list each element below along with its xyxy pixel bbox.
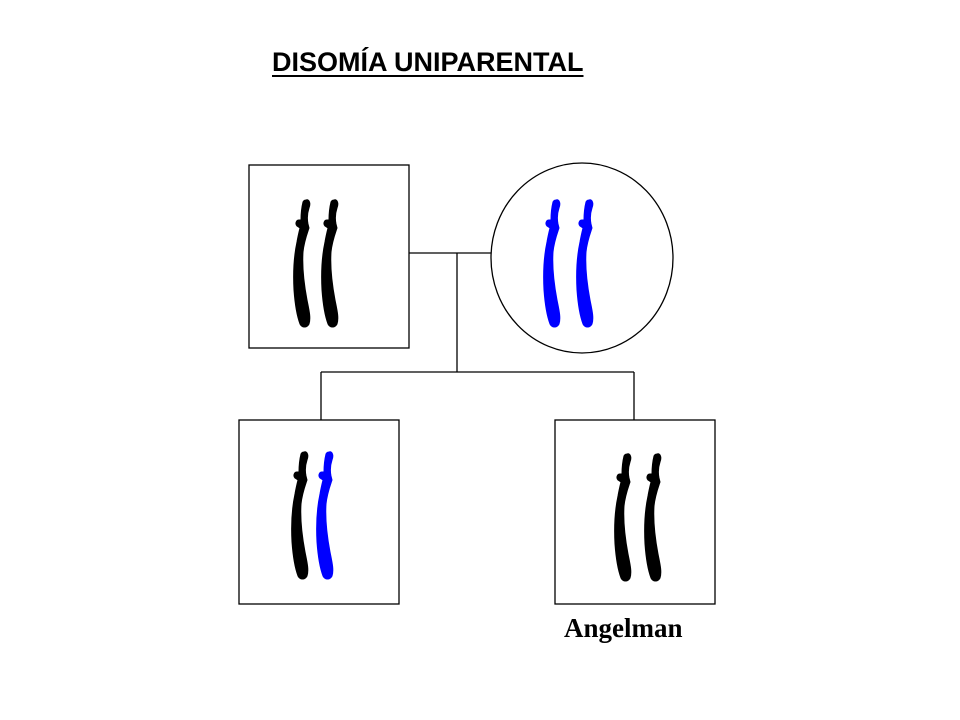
angelman-label: Angelman [564, 613, 683, 643]
chromosome-mother-1 [543, 199, 561, 328]
chromosome-body [644, 453, 662, 582]
chromosome-body [291, 451, 309, 580]
chromosome-body [293, 199, 311, 328]
chromosome-child-normal-maternal [316, 451, 334, 580]
child-angelman-square [554, 419, 716, 605]
mother-chromosomes [543, 199, 594, 328]
chromosome-body [614, 453, 632, 582]
chromosome-angelman-2 [644, 453, 662, 582]
chromosome-father-1 [293, 199, 311, 328]
chromosome-mother-2 [576, 199, 594, 328]
chromosome-body [316, 451, 334, 580]
chromosome-angelman-1 [614, 453, 632, 582]
chromosome-father-2 [321, 199, 339, 328]
chromosome-body [321, 199, 339, 328]
child-angelman-chromosomes [614, 453, 662, 582]
father-chromosomes [293, 199, 339, 328]
pedigree-connectors [320, 252, 635, 420]
diagram-title: DISOMÍA UNIPARENTAL [272, 47, 584, 77]
chromosome-child-normal-paternal [291, 451, 309, 580]
chromosome-body [576, 199, 594, 328]
child-normal-chromosomes [291, 451, 334, 580]
chromosome-body [543, 199, 561, 328]
